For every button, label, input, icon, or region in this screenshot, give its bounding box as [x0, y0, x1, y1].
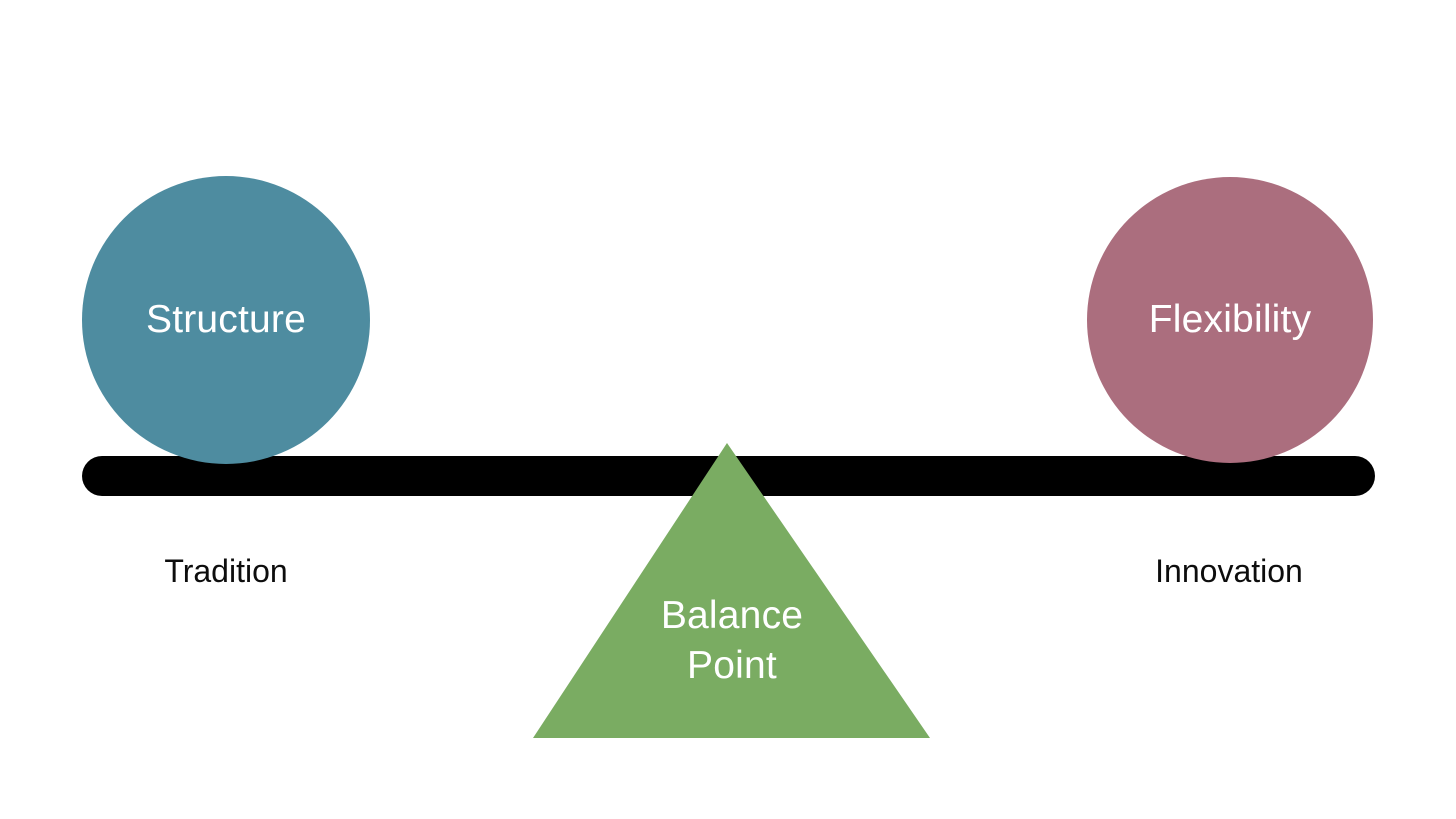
left-weight-label: Structure — [145, 297, 307, 341]
fulcrum-triangle[interactable]: Balance Point — [533, 443, 931, 739]
left-weight-circle[interactable]: Structure — [82, 176, 370, 464]
triangle-icon — [533, 443, 930, 738]
left-axis-label: Tradition — [164, 553, 288, 589]
right-axis-label: Innovation — [1155, 553, 1303, 589]
right-weight-label: Flexibility — [1148, 297, 1312, 341]
right-weight-circle[interactable]: Flexibility — [1087, 177, 1373, 463]
